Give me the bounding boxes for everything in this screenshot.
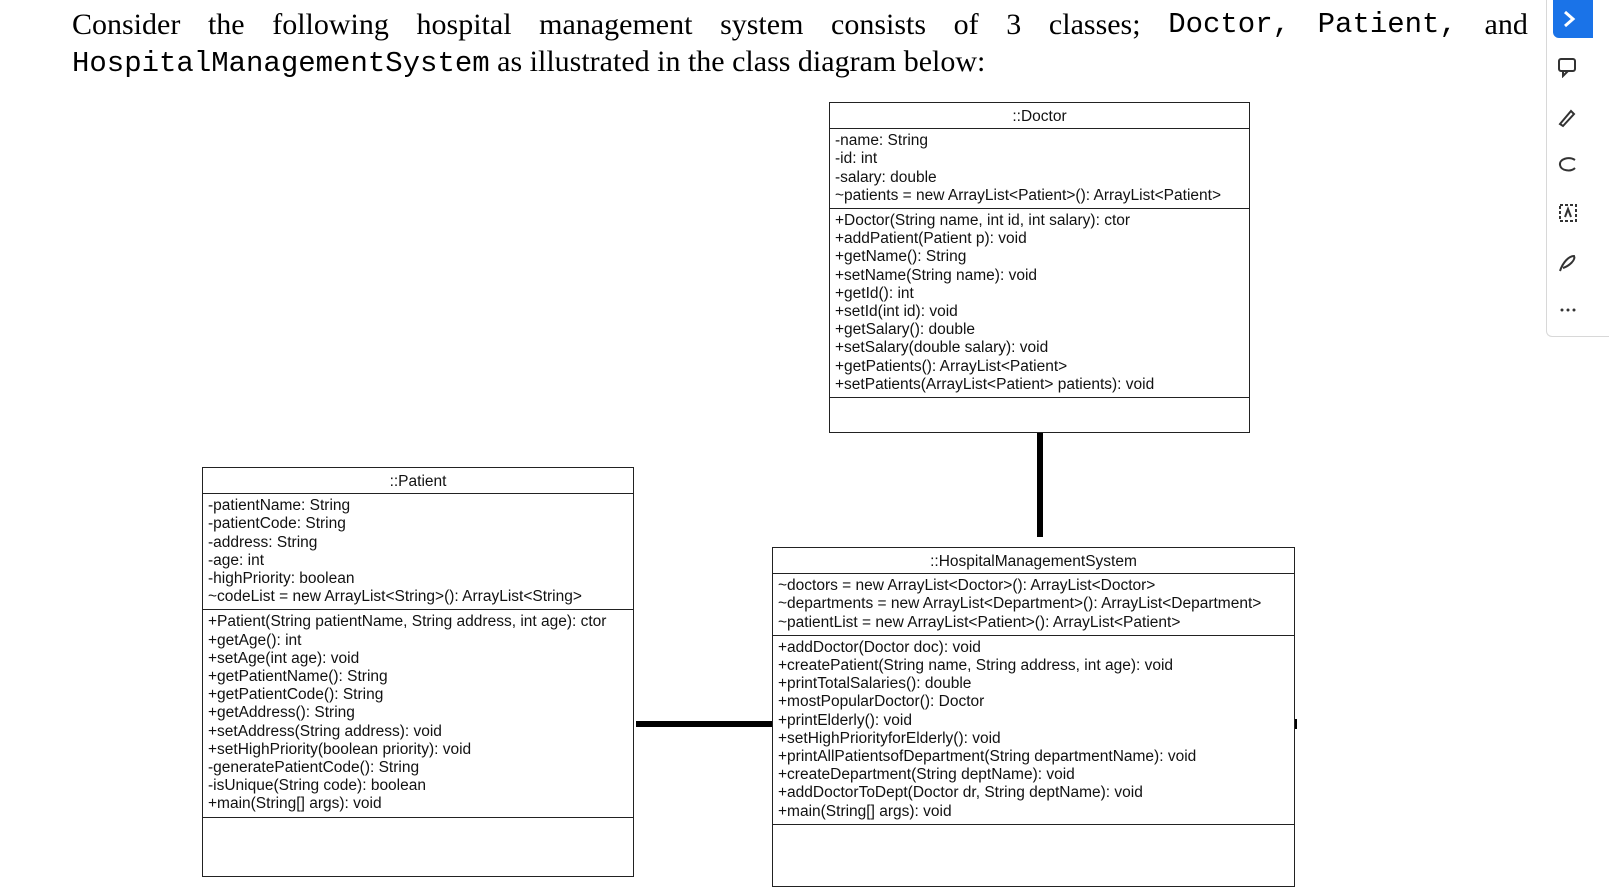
class-attribute: -patientCode: String [208, 515, 346, 533]
class-method: +createDepartment(String deptName): void [778, 766, 1075, 784]
intro-word: hospital [416, 8, 512, 41]
class-method: +getAddress(): String [208, 704, 355, 722]
intro-word: classes; [1048, 8, 1141, 41]
more-icon[interactable] [1557, 298, 1579, 320]
class-method: -isUnique(String code): boolean [208, 777, 426, 795]
class-method: +setAddress(String address): void [208, 722, 442, 740]
class-method: +addPatient(Patient p): void [835, 230, 1027, 248]
tool-sidebar [1546, 0, 1609, 337]
intro-class-patient: Patient, [1317, 8, 1457, 41]
intro-class-hms: HospitalManagementSystem [72, 47, 490, 80]
doctor-empty-section [830, 398, 1249, 434]
intro-line-2: HospitalManagementSystem as illustrated … [72, 43, 1528, 82]
lasso-icon[interactable] [1557, 154, 1579, 176]
intro-class-doctor: Doctor, [1168, 8, 1291, 41]
class-method: +getName(): String [835, 248, 967, 266]
doctor-class-box: ::Doctor -name: String-id: int-salary: d… [829, 102, 1250, 433]
class-attribute: ~codeList = new ArrayList<String>(): Arr… [208, 588, 582, 606]
class-attribute: -patientName: String [208, 497, 351, 515]
class-attribute: -age: int [208, 551, 265, 569]
class-attribute: -salary: double [835, 168, 937, 186]
doctor-hms-connector [1037, 433, 1043, 537]
class-method: +createPatient(String name, String addre… [778, 657, 1174, 675]
intro-paragraph: Consider the following hospital manageme… [72, 6, 1528, 82]
class-attribute: ~patients = new ArrayList<Patient>(): Ar… [835, 186, 1221, 204]
comment-icon[interactable] [1557, 56, 1579, 79]
doctor-class-title: ::Doctor [830, 103, 1249, 130]
intro-word: system [720, 8, 804, 41]
draw-icon[interactable] [1557, 252, 1579, 274]
hms-class-box: ::HospitalManagementSystem ~doctors = ne… [772, 547, 1295, 887]
intro-word-and: and [1484, 8, 1528, 41]
class-attribute: ~doctors = new ArrayList<Doctor>(): Arra… [778, 577, 1156, 595]
hms-right-tick [1295, 719, 1297, 729]
class-method: +setAge(int age): void [208, 649, 360, 667]
class-method: +main(String[] args): void [208, 795, 382, 813]
patient-empty-section [203, 818, 633, 884]
intro-line-1: Consider the following hospital manageme… [72, 6, 1528, 43]
class-method: +getSalary(): double [835, 321, 976, 339]
class-attribute: ~departments = new ArrayList<Department>… [778, 595, 1262, 613]
patient-class-title: ::Patient [203, 468, 633, 495]
class-method: +Doctor(String name, int id, int salary)… [835, 212, 1131, 230]
class-method: +getAge(): int [208, 631, 302, 649]
intro-word: the [207, 8, 245, 41]
patient-attributes: -patientName: String-patientCode: String… [203, 494, 633, 611]
hms-methods: +addDoctor(Doctor doc): void+createPatie… [773, 636, 1294, 825]
class-method: +setHighPriorityforElderly(): void [778, 729, 1001, 747]
class-method: +printTotalSalaries(): double [778, 675, 972, 693]
class-method: +getPatientName(): String [208, 668, 388, 686]
class-method: +main(String[] args): void [778, 802, 952, 820]
class-method: +addDoctor(Doctor doc): void [778, 638, 981, 656]
class-method: +setName(String name): void [835, 266, 1038, 284]
intro-word: 3 [1006, 8, 1022, 41]
class-method: +addDoctorToDept(Doctor dr, String deptN… [778, 784, 1143, 802]
intro-word: management [539, 8, 693, 41]
hms-empty-section [773, 825, 1294, 871]
pen-icon[interactable] [1557, 106, 1579, 128]
class-attribute: -id: int [835, 150, 878, 168]
intro-rest: as illustrated in the class diagram belo… [489, 45, 986, 78]
hms-class-title: ::HospitalManagementSystem [773, 548, 1294, 575]
doctor-methods: +Doctor(String name, int id, int salary)… [830, 209, 1249, 399]
class-method: +printAllPatientsofDepartment(String dep… [778, 748, 1197, 766]
hms-attributes: ~doctors = new ArrayList<Doctor>(): Arra… [773, 574, 1294, 636]
class-attribute: -address: String [208, 533, 318, 551]
class-method: +getId(): int [835, 284, 914, 302]
doctor-attributes: -name: String-id: int-salary: double~pat… [830, 129, 1249, 210]
class-method: +setId(int id): void [835, 303, 958, 321]
class-method: +Patient(String patientName, String addr… [208, 613, 607, 631]
patient-class-box: ::Patient -patientName: String-patientCo… [202, 467, 634, 877]
class-method: -generatePatientCode(): String [208, 759, 420, 777]
text-box-icon[interactable] [1557, 202, 1579, 224]
intro-word: of [953, 8, 979, 41]
patient-methods: +Patient(String patientName, String addr… [203, 610, 633, 818]
class-method: +getPatients(): ArrayList<Patient> [835, 357, 1068, 375]
class-attribute: ~patientList = new ArrayList<Patient>():… [778, 613, 1181, 631]
class-method: +setSalary(double salary): void [835, 339, 1049, 357]
patient-hms-connector [636, 721, 772, 727]
sidebar-expand-button[interactable] [1553, 0, 1593, 38]
class-method: +getPatientCode(): String [208, 686, 384, 704]
class-attribute: -name: String [835, 132, 929, 150]
class-attribute: -highPriority: boolean [208, 570, 355, 588]
intro-word: following [272, 8, 389, 41]
class-method: +mostPopularDoctor(): Doctor [778, 693, 985, 711]
chevron-right-icon [1564, 10, 1576, 28]
intro-word: consists [831, 8, 927, 41]
class-method: +setHighPriority(boolean priority): void [208, 740, 472, 758]
intro-word: Consider [72, 8, 181, 41]
class-method: +printElderly(): void [778, 711, 912, 729]
class-method: +setPatients(ArrayList<Patient> patients… [835, 375, 1155, 393]
